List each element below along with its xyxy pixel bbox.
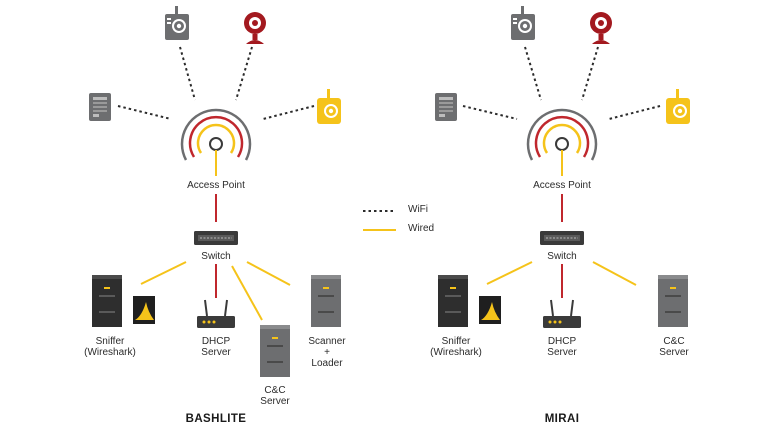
dhcp-label: DHCP Server	[201, 336, 230, 358]
cnc-label-line1: C&C	[663, 336, 685, 347]
tower-server-icon	[438, 275, 468, 327]
shark-fin-icon	[479, 296, 501, 324]
dhcp-label-line1: DHCP	[201, 336, 231, 347]
wifi-link	[608, 105, 661, 120]
scanner-label-line1: Scanner	[308, 336, 346, 347]
yellow-monitor-icon	[317, 89, 341, 124]
sniffer-label-line1: Sniffer	[95, 336, 125, 347]
wifi-link	[179, 46, 196, 101]
legend-wifi-label: WiFi	[408, 204, 428, 215]
wifi-link	[462, 105, 518, 120]
wifi-link	[581, 46, 599, 101]
wired-link	[486, 261, 533, 285]
dhcp-label-line2: Server	[547, 347, 577, 358]
ip-camera-icon	[244, 12, 266, 44]
bashlite-title: BASHLITE	[185, 413, 247, 425]
sniffer-label: Sniffer (Wireshark)	[430, 336, 482, 358]
access-point-icon	[526, 108, 598, 178]
wired-link	[231, 265, 263, 321]
access-point-label: Access Point	[187, 180, 245, 191]
access-point-icon	[180, 108, 252, 178]
wifi-link	[117, 105, 172, 120]
dvr-box-icon	[89, 93, 111, 121]
router-icon	[196, 299, 236, 329]
tower-server-icon	[260, 325, 290, 377]
cnc-label-line2: Server	[659, 347, 689, 358]
dhcp-label: DHCP Server	[547, 336, 576, 358]
sniffer-label: Sniffer (Wireshark)	[84, 336, 136, 358]
bashlite-network	[89, 6, 341, 377]
cnc-label-line2: Server	[260, 396, 290, 407]
dhcp-label-line2: Server	[201, 347, 231, 358]
legend-wired-label: Wired	[408, 223, 435, 234]
cnc-label: C&C Server	[260, 385, 289, 407]
shark-fin-icon	[133, 296, 155, 324]
wired-link	[592, 261, 637, 286]
tower-server-icon	[92, 275, 122, 327]
scanner-label-line2: +	[324, 347, 330, 358]
sniffer-label-line1: Sniffer	[441, 336, 471, 347]
legend	[363, 210, 396, 231]
sniffer-label-line2: (Wireshark)	[430, 347, 482, 358]
router-icon	[542, 299, 582, 329]
baby-monitor-icon	[511, 6, 535, 40]
network-switch-icon	[193, 230, 239, 246]
ip-camera-icon	[590, 12, 612, 44]
sniffer-label-line2: (Wireshark)	[84, 347, 136, 358]
wifi-link	[235, 46, 253, 101]
mirai-network	[435, 6, 690, 329]
wifi-link	[262, 105, 315, 120]
yellow-monitor-icon	[666, 89, 690, 124]
baby-monitor-icon	[165, 6, 189, 40]
scanner-label: Scanner + Loader	[308, 336, 345, 369]
switch-label: Switch	[201, 251, 231, 262]
dhcp-label-line1: DHCP	[547, 336, 577, 347]
scanner-label-line3: Loader	[311, 358, 343, 369]
cnc-label-line1: C&C	[264, 385, 286, 396]
switch-label: Switch	[547, 251, 577, 262]
wifi-link	[524, 46, 542, 101]
network-switch-icon	[539, 230, 585, 246]
cnc-label: C&C Server	[659, 336, 688, 358]
tower-server-icon	[311, 275, 341, 327]
mirai-title: MIRAI	[544, 413, 580, 425]
access-point-label: Access Point	[533, 180, 591, 191]
wired-link	[140, 261, 187, 285]
dvr-box-icon	[435, 93, 457, 121]
wired-link	[246, 261, 291, 286]
tower-server-icon	[658, 275, 688, 327]
